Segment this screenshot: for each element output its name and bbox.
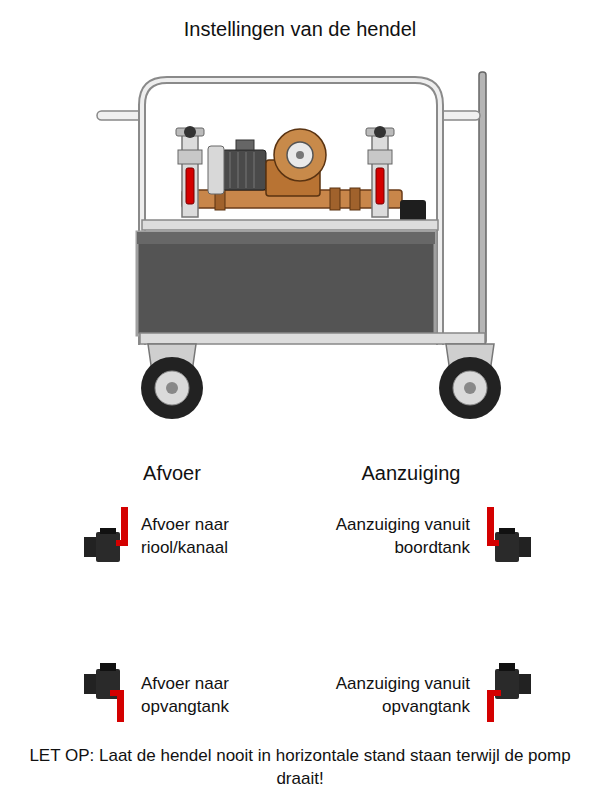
column-heading: Aanzuiging [331, 460, 491, 487]
column-heading: Afvoer [92, 460, 252, 487]
valve-icon [84, 663, 124, 722]
valve-setting-label: Afvoer naar opvangtank [141, 673, 266, 719]
warning-note: LET OP: Laat de hendel nooit in horizont… [15, 745, 585, 791]
diagram-title: Instellingen van de hendel [40, 16, 560, 43]
valve-setting-label: Aanzuiging vanuit boordtank [300, 514, 470, 560]
valve-icon [84, 507, 128, 562]
valve-icon [487, 663, 531, 722]
valve-setting-label: Afvoer naar riool/kanaal [141, 514, 266, 560]
valve-setting-label: Aanzuiging vanuit opvangtank [300, 673, 470, 719]
valve-icon [487, 507, 531, 562]
